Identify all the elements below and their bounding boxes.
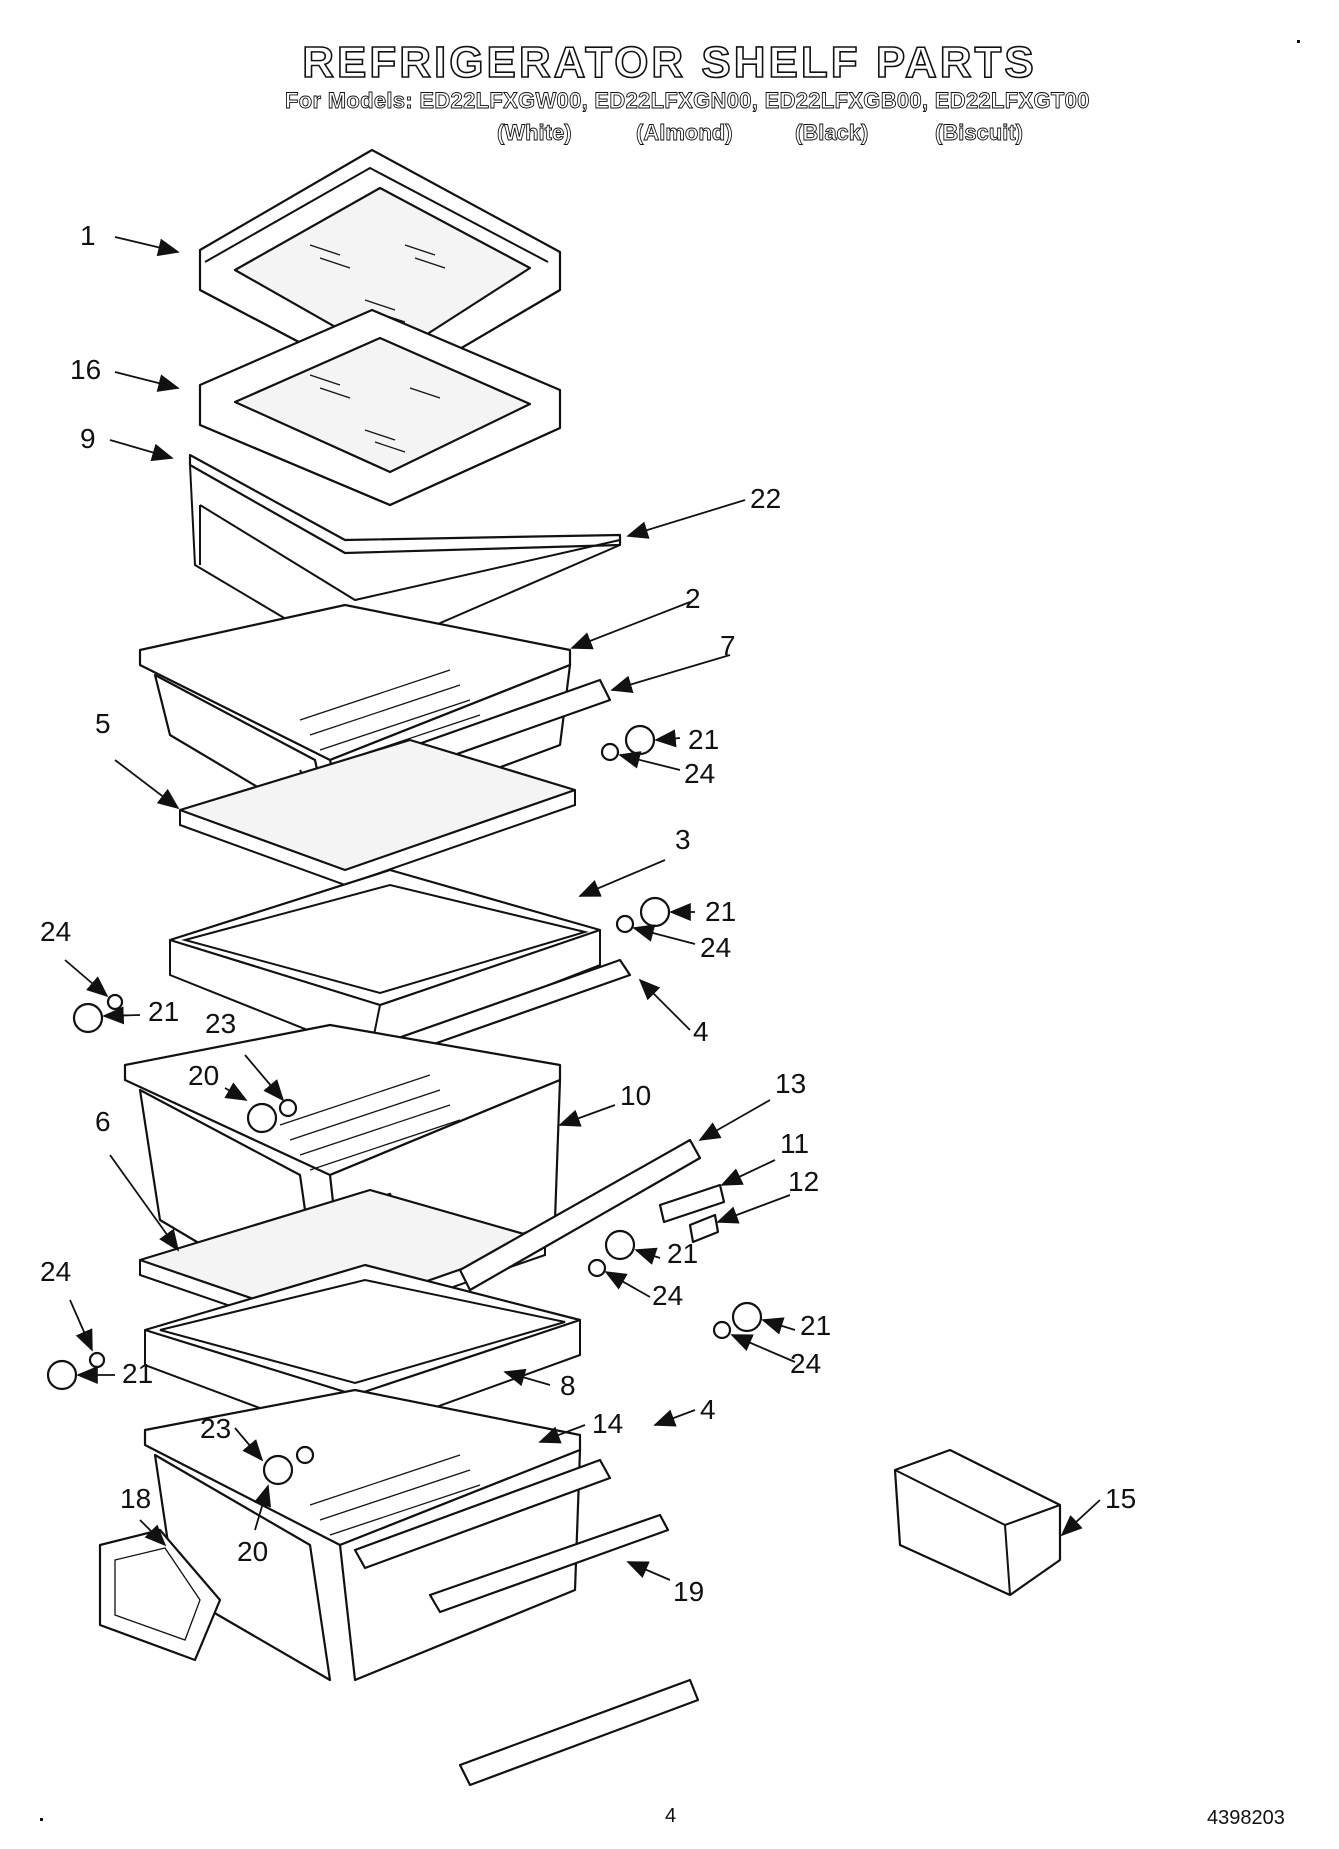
document-number: 4398203 <box>1207 1807 1285 1829</box>
callout-21-a: 21 <box>688 724 720 755</box>
callout-21-d: 21 <box>667 1238 699 1269</box>
callout-18: 18 <box>120 1483 152 1514</box>
callout-20-b: 20 <box>237 1536 269 1567</box>
callout-8: 8 <box>560 1370 576 1401</box>
callout-23-b: 23 <box>200 1413 232 1444</box>
color-label-almond: (Almond) <box>636 120 733 146</box>
callout-2: 2 <box>685 583 701 614</box>
part-15-bin <box>893 1448 1062 1597</box>
callout-21-c: 21 <box>148 996 180 1027</box>
callout-12: 12 <box>788 1166 820 1197</box>
corner-mark <box>1297 40 1300 43</box>
callout-5: 5 <box>95 708 111 739</box>
callout-21-f: 21 <box>800 1310 832 1341</box>
callout-13: 13 <box>775 1068 807 1099</box>
color-label-black: (Black) <box>795 120 869 146</box>
callout-24-f: 24 <box>790 1348 822 1379</box>
parts-11-12 <box>658 1183 726 1244</box>
trim-strips <box>428 1138 702 1787</box>
part-4-trim <box>428 1513 670 1614</box>
color-label-white: (White) <box>497 120 572 146</box>
callout-14: 14 <box>592 1408 624 1439</box>
callout-11: 11 <box>780 1128 810 1159</box>
color-label-biscuit: (Biscuit) <box>935 120 1024 146</box>
callout-23-a: 23 <box>205 1008 237 1039</box>
model-numbers: For Models: ED22LFXGW00, ED22LFXGN00, ED… <box>285 88 1090 114</box>
callout-24-e: 24 <box>40 1256 72 1287</box>
callout-7: 7 <box>720 630 736 661</box>
callout-3: 3 <box>675 824 691 855</box>
part-9-shelf-frame <box>188 453 622 662</box>
page-number: 4 <box>665 1805 677 1827</box>
part-19-trim <box>458 1678 700 1787</box>
corner-mark <box>40 1818 43 1821</box>
callout-24-c: 24 <box>40 916 72 947</box>
part-13-trim <box>458 1138 702 1292</box>
callout-22: 22 <box>750 483 782 514</box>
callout-21-e: 21 <box>122 1358 154 1389</box>
callout-24-d: 24 <box>652 1280 684 1311</box>
callout-20-a: 20 <box>188 1060 220 1091</box>
callout-9: 9 <box>80 423 96 454</box>
callout-24-b: 24 <box>700 932 732 963</box>
callout-leaders <box>64 236 1101 1581</box>
callout-1: 1 <box>80 220 96 251</box>
part-1-glass-shelf <box>198 148 562 392</box>
callout-24-a: 24 <box>684 758 716 789</box>
callout-4-b: 4 <box>700 1394 716 1425</box>
callout-4-a: 4 <box>693 1016 709 1047</box>
callout-21-b: 21 <box>705 896 737 927</box>
roller-parts <box>46 724 763 1486</box>
part-14-crisper-pan <box>143 1388 612 1682</box>
callout-19: 19 <box>673 1576 705 1607</box>
callout-10: 10 <box>620 1080 652 1111</box>
callout-15: 15 <box>1105 1483 1137 1514</box>
callout-6: 6 <box>95 1106 111 1137</box>
diagram-title: REFRIGERATOR SHELF PARTS <box>301 37 1037 88</box>
part-16-glass-shelf <box>198 308 562 507</box>
callout-16: 16 <box>70 354 102 385</box>
